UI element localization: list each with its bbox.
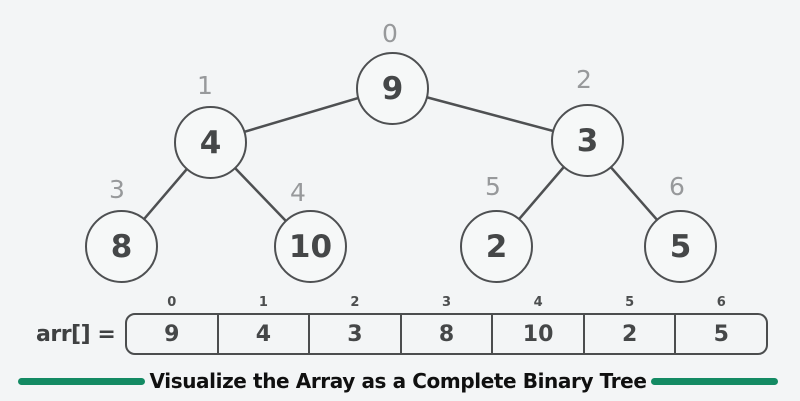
tree-node: 5 [644, 210, 717, 283]
array-cell-value: 9 [164, 321, 180, 347]
node-index-label: 5 [485, 172, 501, 201]
tree-node: 3 [551, 104, 624, 177]
array-cell-index: 1 [258, 295, 268, 310]
tree-node: 10 [274, 210, 347, 283]
array-cell-value: 10 [522, 321, 554, 347]
node-index-label: 2 [576, 65, 592, 94]
tree-node-root: 9 [356, 52, 429, 125]
array-cell-value: 5 [713, 321, 729, 347]
node-index-label: 3 [109, 175, 125, 204]
array-cell-value: 2 [622, 321, 638, 347]
array-cell: 1 4 [216, 295, 309, 353]
tree-node: 2 [460, 210, 533, 283]
array-box: 0 9 1 4 2 3 3 8 4 10 5 2 6 5 [125, 295, 768, 355]
caption-text: Visualize the Array as a Complete Binary… [149, 369, 647, 393]
array-cell-value: 3 [347, 321, 363, 347]
array-cell: 2 3 [308, 295, 400, 353]
array-cell-index: 6 [716, 295, 726, 310]
array-cell-index: 3 [442, 295, 452, 310]
node-index-label: 0 [382, 19, 398, 48]
array-cell: 3 8 [399, 295, 492, 353]
caption: Visualize the Array as a Complete Binary… [18, 366, 779, 396]
node-index-label: 6 [669, 172, 685, 201]
tree-node: 8 [85, 210, 158, 283]
array-cell: 4 10 [491, 295, 583, 353]
array-cell: 6 5 [674, 295, 766, 353]
node-index-label: 1 [197, 71, 213, 100]
node-index-label: 4 [290, 178, 306, 207]
array-cell-value: 8 [438, 321, 455, 347]
array-cell-index: 5 [625, 295, 635, 310]
caption-divider-right [651, 377, 779, 385]
array-cell-value: 4 [255, 321, 272, 347]
array-cell: 5 2 [582, 295, 675, 353]
array-cell-index: 0 [167, 295, 177, 310]
array-cell-index: 4 [533, 295, 543, 310]
array-cell-index: 2 [350, 295, 360, 310]
array-label: arr[] = [36, 322, 116, 347]
caption-divider-left [18, 377, 145, 385]
tree-node: 4 [174, 106, 247, 179]
array-cell: 0 9 [127, 295, 217, 353]
